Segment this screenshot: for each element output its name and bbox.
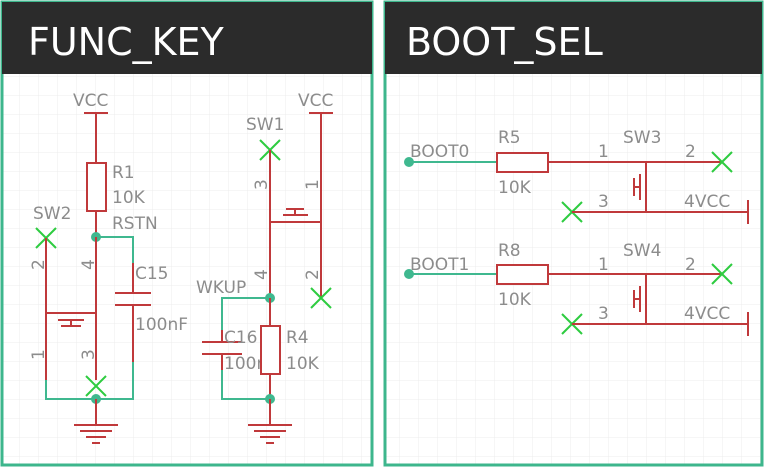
r1-value: 10K (112, 188, 146, 208)
sw4-pin3: 3 (598, 304, 609, 324)
c15-label: C15 (135, 264, 169, 284)
sw1-pin2-no-connect (310, 287, 332, 309)
sw3-pin2: 2 (685, 142, 696, 162)
sw4-switch (633, 274, 647, 324)
r4-label: R4 (286, 328, 309, 348)
ground-symbol-1 (74, 424, 118, 444)
vcc-symbol-1 (84, 112, 108, 163)
r8-resistor (496, 264, 549, 285)
r8-value: 10K (498, 290, 532, 310)
sw2-pin1: 1 (29, 349, 49, 360)
sw1-pin1: 1 (303, 179, 323, 190)
sw4-pin2-no-connect (711, 263, 733, 285)
sw4-label: SW4 (623, 241, 661, 261)
func-key-frame (0, 0, 374, 467)
boot0-label: BOOT0 (410, 142, 469, 162)
sw2-pin2: 2 (29, 259, 49, 270)
func-key-header (2, 2, 372, 74)
rstn-net (96, 236, 134, 263)
sw2-pin3-no-connect (85, 375, 107, 397)
r5-resistor (496, 152, 549, 173)
sw2-label: SW2 (33, 204, 71, 224)
sw3-pin4-vcc: 4VCC (684, 192, 730, 212)
sw3-pin3: 3 (598, 192, 609, 212)
func-key-title: FUNC_KEY (28, 20, 225, 64)
r1-resistor (86, 162, 107, 212)
boot-sel-panel: BOOT_SEL BOOT0 R5 10K 1 SW3 2 3 4VCC (383, 0, 764, 467)
sw1-pin3: 3 (252, 179, 272, 190)
gnd-net-2 (221, 370, 270, 400)
ground-symbol-2 (248, 424, 292, 444)
vcc-label-1: VCC (73, 91, 108, 111)
sw3-pin1: 1 (598, 142, 609, 162)
sw4-pin2: 2 (685, 255, 696, 275)
vcc-label-2: VCC (298, 91, 333, 111)
wkup-label: WKUP (196, 278, 246, 298)
sw4-pin1: 1 (598, 255, 609, 275)
r4-resistor (260, 325, 281, 375)
sw1-pin4: 4 (252, 269, 272, 280)
sw1-switch (270, 208, 321, 223)
boot-sel-header (385, 2, 762, 74)
rstn-label: RSTN (112, 214, 158, 234)
sw2-pin3: 3 (79, 349, 99, 360)
r1-label: R1 (112, 163, 135, 183)
sw1-label: SW1 (246, 115, 284, 135)
func-key-panel: FUNC_KEY VCC R1 10K RSTN C15 100nF SW2 (0, 0, 374, 467)
boot1-label: BOOT1 (410, 255, 469, 275)
sw4-pin4-vcc: 4VCC (684, 304, 730, 324)
gnd-net-1 (45, 380, 96, 400)
boot-sel-title: BOOT_SEL (406, 20, 603, 64)
c16-label: C16 (224, 328, 258, 348)
sw3-label: SW3 (623, 128, 661, 148)
c15-value: 100nF (135, 315, 188, 335)
sw2-pin4: 4 (79, 259, 99, 270)
r5-label: R5 (498, 128, 521, 148)
r4-value: 10K (286, 354, 320, 374)
sw1-pin2: 2 (303, 269, 323, 280)
sw3-switch (633, 162, 647, 212)
r5-value: 10K (498, 178, 532, 198)
sw3-pin2-no-connect (711, 151, 733, 173)
boot-sel-frame (383, 0, 764, 467)
sw2-switch (46, 312, 96, 327)
r8-label: R8 (498, 241, 521, 261)
wkup-net (221, 297, 270, 330)
